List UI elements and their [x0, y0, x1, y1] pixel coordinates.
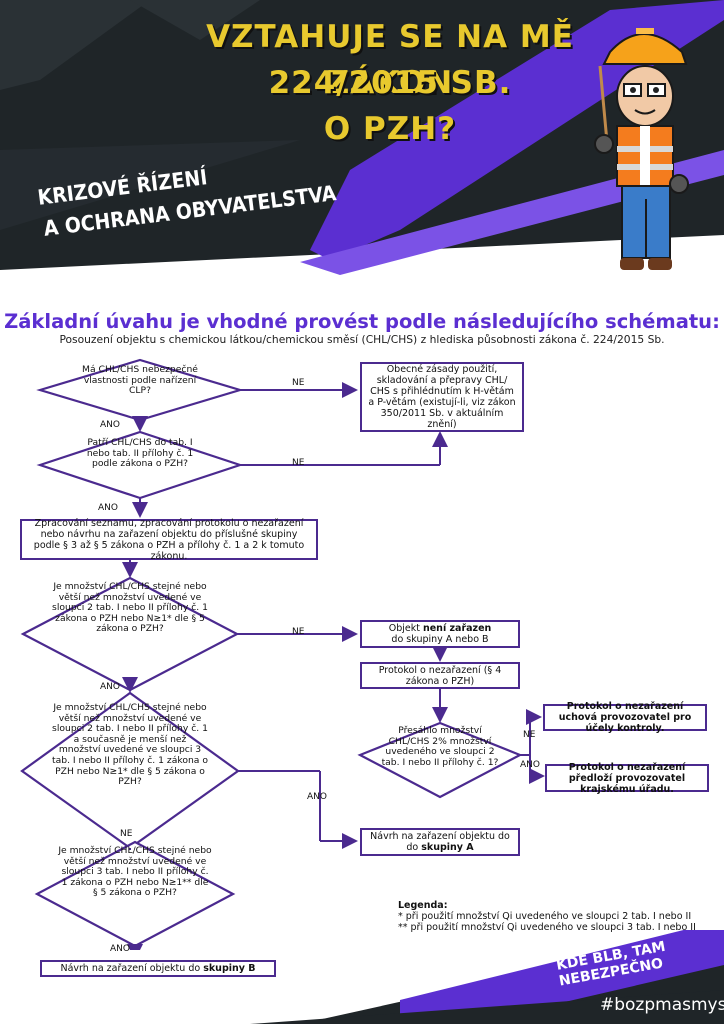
label-ano-6: ANO — [110, 944, 130, 954]
not-included-prefix: Objekt — [388, 623, 423, 634]
label-ne-5: NE — [523, 730, 536, 740]
list-processing-box: Zpracování seznamu, zpracování protokolu… — [20, 518, 318, 562]
footer-hashtag: #bozpmasmysl — [600, 995, 724, 1015]
not-included-bold: není zařazen — [422, 623, 492, 634]
flowchart — [20, 358, 545, 950]
label-ano-4: ANO — [307, 792, 327, 802]
group-b-prefix: Návrh na zařazení objektu do — [60, 963, 201, 974]
protocol-box: Protokol o nezařazení (§ 4 zákona o PZH) — [360, 662, 520, 689]
keep-protocol-box: Protokol o nezařazení uchová provozovate… — [543, 701, 707, 734]
group-b-box: Návrh na zařazení objektu do skupiny B — [40, 960, 276, 977]
hero-title-line3: O PZH? — [323, 111, 457, 147]
decision-table-text: Patří CHL/CHS do tab. I nebo tab. II pří… — [86, 437, 194, 470]
general-principles-box: Obecné zásady použití, skladování a přep… — [360, 362, 524, 432]
page-subheading: Posouzení objektu s chemickou látkou/che… — [59, 333, 665, 346]
legend: Legenda: * při použití množství Qi uvede… — [398, 900, 696, 933]
decision-column3-range-text: Je množství CHL/CHS stejné nebo větší ne… — [52, 702, 208, 788]
worker-illustration — [594, 28, 689, 270]
label-ne-4: NE — [120, 829, 133, 839]
footer-band — [250, 930, 724, 1024]
label-ano-2: ANO — [98, 503, 118, 513]
group-a-box: Návrh na zařazení objektu do do skupiny … — [360, 828, 520, 856]
not-included-suffix: do skupiny A nebo B — [391, 634, 489, 645]
decision-2percent-text: Přesáhlo množství CHL/CHS 2% množství uv… — [381, 725, 499, 768]
not-included-box: Objekt není zařazen do skupiny A nebo B — [360, 620, 520, 648]
decision-clp-text: Má CHL/CHS nebezpečné vlastnosti podle n… — [82, 364, 198, 397]
group-b-bold: skupiny B — [203, 963, 256, 974]
label-ano-5: ANO — [520, 760, 540, 770]
label-ne-1: NE — [292, 378, 305, 388]
page-heading: Základní úvahu je vhodné provést podle n… — [4, 310, 720, 333]
decision-column2-text: Je množství CHL/CHS stejné nebo větší ne… — [52, 581, 208, 635]
hero-title-line1: VZTAHUJE SE NA MĚ ZÁKON — [206, 19, 574, 101]
hero-title-line2: 224/2015 SB. — [268, 65, 512, 101]
legend-title: Legenda: — [398, 900, 448, 911]
label-ne-3: NE — [292, 627, 305, 637]
group-a-bold: skupiny A — [421, 842, 474, 853]
label-ano-1: ANO — [100, 420, 120, 430]
legend-line2: ** při použití množství Qi uvedeného ve … — [398, 922, 696, 933]
submit-protocol-box: Protokol o nezařazení předloží provozova… — [545, 762, 709, 795]
decision-column3-text: Je množství CHL/CHS stejné nebo větší ne… — [58, 845, 212, 899]
group-a-prefix: Návrh na zařazení objektu do — [370, 831, 510, 842]
label-ne-2: NE — [292, 458, 305, 468]
legend-line1: * při použití množství Qi uvedeného ve s… — [398, 911, 692, 922]
decision-column3 — [34, 840, 236, 948]
label-ano-3: ANO — [100, 682, 120, 692]
